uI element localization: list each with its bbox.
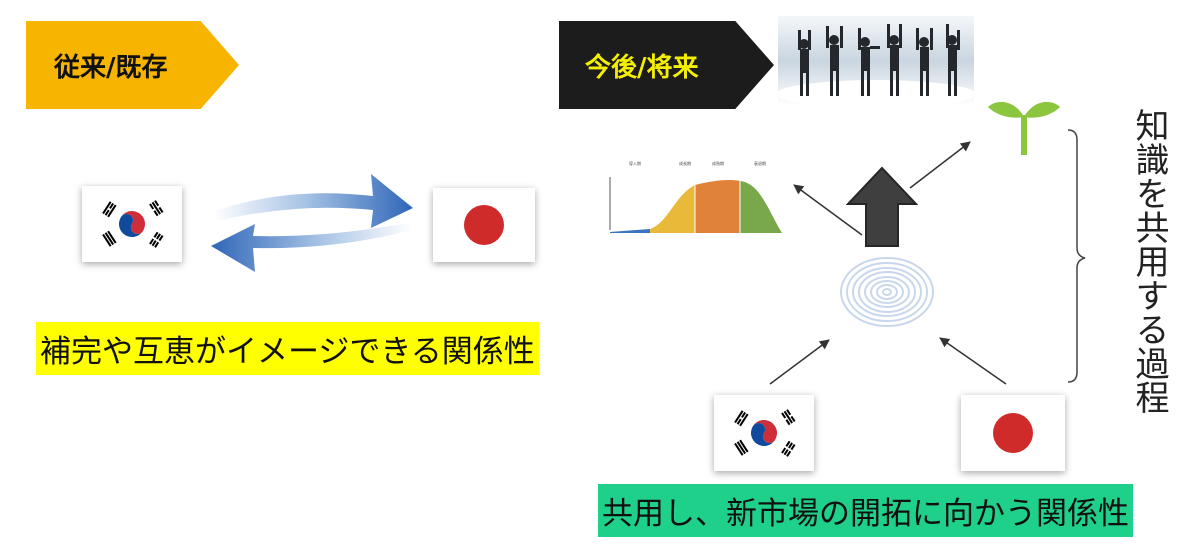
spiral-icon	[838, 256, 936, 328]
exchange-arrows	[211, 174, 413, 272]
japan-flag-icon	[464, 205, 504, 245]
phase-label-3: 成熟期	[712, 160, 724, 166]
phase-label-1: 導入期	[629, 160, 641, 166]
past-label: 従来/既存	[26, 21, 239, 109]
phase-area-1	[610, 229, 650, 233]
bracket	[1067, 129, 1086, 383]
korea-flag-icon	[734, 409, 796, 457]
arrow-to-sprout	[909, 141, 971, 189]
future-label: 今後/将来	[559, 21, 774, 109]
japan-flag-bottom	[961, 395, 1065, 471]
phase-label-2: 成長期	[679, 160, 691, 166]
korea-flag-left	[82, 186, 182, 262]
arrow-to-chart	[793, 184, 863, 236]
phase-area-3	[695, 180, 740, 233]
sprout-icon	[988, 101, 1060, 155]
side-process-text: 知識を共用する過程	[1129, 108, 1169, 414]
left-caption: 補完や互恵がイメージできる関係性	[36, 322, 539, 375]
japan-flag-left	[433, 188, 535, 262]
korea-flag-icon	[102, 200, 164, 248]
right-arrow-icon	[213, 174, 413, 228]
arrow-korea-to-spiral	[769, 339, 830, 385]
up-arrow-icon	[846, 166, 918, 247]
left-arrow-icon	[211, 222, 412, 272]
japan-flag-icon	[993, 413, 1033, 453]
korea-flag-bottom	[714, 395, 814, 471]
phase-area-4	[740, 181, 782, 233]
lifecycle-mini-chart: 導入期 成長期 成熟期 衰退期	[609, 160, 782, 233]
phase-label-4: 衰退期	[754, 160, 766, 166]
phase-area-2	[650, 185, 695, 233]
celebrating-people-image	[778, 16, 974, 106]
arrow-japan-to-spiral	[939, 337, 1007, 385]
right-caption: 共用し、新市場の開拓に向かう関係性	[598, 484, 1133, 537]
